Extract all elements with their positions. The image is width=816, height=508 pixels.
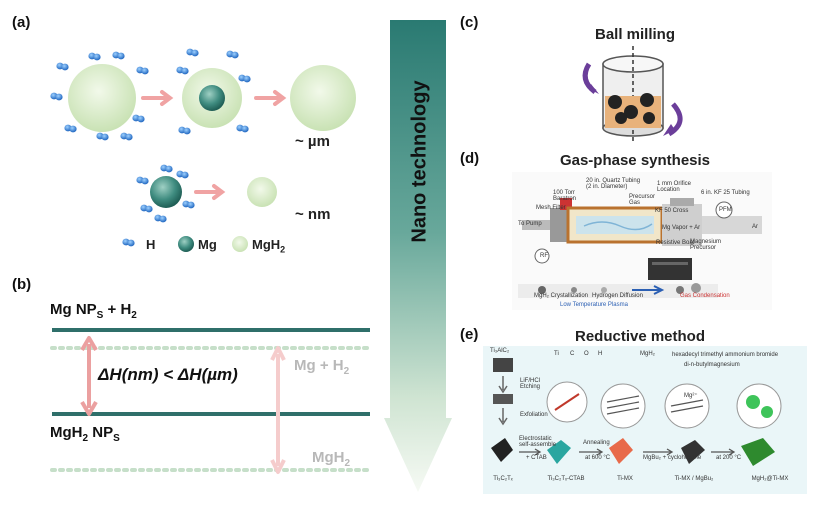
anno-ar: Ar bbox=[752, 224, 758, 230]
mg-particle-small bbox=[150, 176, 182, 208]
anno-pump: To Pump bbox=[518, 221, 542, 227]
mg-core bbox=[199, 85, 225, 111]
legend-mgh2-label: MgH2 bbox=[252, 237, 286, 255]
anno-ti3alc2: Ti₃AlC₂ bbox=[490, 348, 510, 354]
legend-h-icon bbox=[122, 238, 135, 247]
nano-technology-arrow bbox=[384, 20, 452, 492]
stage-2: Ti₃C₂Tₓ-CTAB bbox=[547, 476, 585, 482]
ball-milling-title: Ball milling bbox=[594, 26, 675, 43]
anno-mg2plus: Mg²⁺ bbox=[684, 393, 698, 399]
delta-h-comparison: ΔH(nm) < ΔH(µm) bbox=[98, 365, 238, 384]
panel-c-label: (c) bbox=[460, 14, 479, 31]
anno-legend-o: O bbox=[584, 351, 589, 357]
legend-mg-label: Mg bbox=[198, 237, 217, 252]
stage-4: Ti-MX / MgBu₂ bbox=[674, 476, 714, 482]
ball-mill-illustration bbox=[582, 46, 683, 142]
anno-orifice: 1 mm Orifice Location bbox=[657, 181, 692, 193]
scale-um: ~ µm bbox=[295, 133, 330, 150]
stage-5: MgH₂@Ti-MX bbox=[751, 476, 789, 482]
anno-lif-hcl: LiF/HCl Etching bbox=[520, 378, 541, 390]
anno-baratron: 100 Torr Baratron bbox=[553, 190, 577, 202]
anno-tube: 20 in. Quartz Tubing (2 in. Diameter) bbox=[586, 178, 641, 190]
reaction-arrow bbox=[141, 90, 174, 106]
bottom-state-bulk: MgH2 bbox=[312, 449, 351, 469]
anno-phase-right: Gas Condensation bbox=[680, 293, 730, 299]
legend-mg-icon bbox=[178, 236, 194, 252]
mgh2-particle-large bbox=[290, 65, 356, 131]
reductive-title: Reductive method bbox=[574, 328, 706, 345]
anno-resistive: Resistive Boat bbox=[656, 240, 695, 246]
reductive-scheme bbox=[483, 346, 807, 494]
anno-pfm: PFM bbox=[719, 207, 732, 213]
panel-a-diagram bbox=[50, 48, 356, 252]
anno-mgbu2-desc: di-n-butylmagnesium bbox=[684, 362, 740, 368]
anno-ctab: + CTAB bbox=[526, 455, 547, 461]
reaction-arrow bbox=[254, 90, 287, 106]
scale-nm: ~ nm bbox=[295, 206, 331, 223]
anno-legend-ti: Ti bbox=[554, 351, 559, 357]
anno-annealing: Annealing bbox=[583, 440, 610, 446]
panel-b-label: (b) bbox=[12, 276, 32, 293]
anno-electro: Electrostatic self-assemble bbox=[519, 436, 557, 448]
anno-at600: at 600 °C bbox=[585, 455, 611, 461]
top-state-nano: Mg NPS + H2 bbox=[50, 301, 137, 321]
bottom-state-nano: MgH2 NPS bbox=[50, 424, 120, 444]
panel-a-label: (a) bbox=[12, 14, 31, 31]
mg-particle-large bbox=[68, 64, 136, 132]
anno-legend-mgh2: MgH₂ bbox=[640, 351, 655, 357]
gas-phase-apparatus bbox=[512, 172, 772, 310]
panel-e-label: (e) bbox=[460, 326, 479, 343]
legend-mgh2-icon bbox=[232, 236, 248, 252]
stage-3: Ti-MX bbox=[617, 476, 633, 482]
top-state-bulk: Mg + H2 bbox=[294, 357, 350, 377]
anno-exfoliation: Exfoliation bbox=[520, 412, 548, 418]
dh-arrow-bulk bbox=[270, 346, 286, 474]
anno-phase-left: Low Temperature Plasma bbox=[560, 302, 628, 308]
anno-mg-vapor: Mg Vapor + Ar bbox=[662, 225, 701, 231]
anno-kf-cross: KF 50 Cross bbox=[655, 208, 689, 214]
stage-1: Ti₃C₂Tₓ bbox=[493, 476, 513, 482]
anno-at200: at 200 °C bbox=[716, 455, 742, 461]
anno-kf-tubing: 6 in. KF 25 Tubing bbox=[701, 190, 750, 196]
anno-mgbu2-cyclo: MgBu₂ + cyclohexane bbox=[643, 455, 702, 461]
energy-diagram bbox=[50, 328, 372, 474]
anno-rf: RF bbox=[540, 253, 548, 259]
anno-legend-h: H bbox=[598, 351, 603, 357]
legend-h-label: H bbox=[146, 237, 156, 252]
anno-mag-precursor: Magnesium Precursor bbox=[690, 239, 722, 251]
panel-d-label: (d) bbox=[460, 150, 480, 167]
reaction-arrow bbox=[194, 184, 226, 200]
anno-mesh: Mesh Filter bbox=[536, 205, 566, 211]
gas-phase-title: Gas-phase synthesis bbox=[559, 152, 711, 169]
anno-mgh2-cryst: MgH₂ Crystallization bbox=[534, 293, 589, 299]
anno-ctab-desc: hexadecyl trimethyl ammonium bromide bbox=[672, 352, 779, 358]
nano-technology-label: Nano technology bbox=[408, 80, 431, 243]
dh-arrow-nano bbox=[80, 336, 98, 416]
anno-precursor-gas: Precursor Gas bbox=[629, 194, 656, 206]
mgh2-particle-small bbox=[247, 177, 277, 207]
anno-legend-c: C bbox=[570, 351, 575, 357]
anno-h-diff: Hydrogen Diffusion bbox=[592, 293, 643, 299]
